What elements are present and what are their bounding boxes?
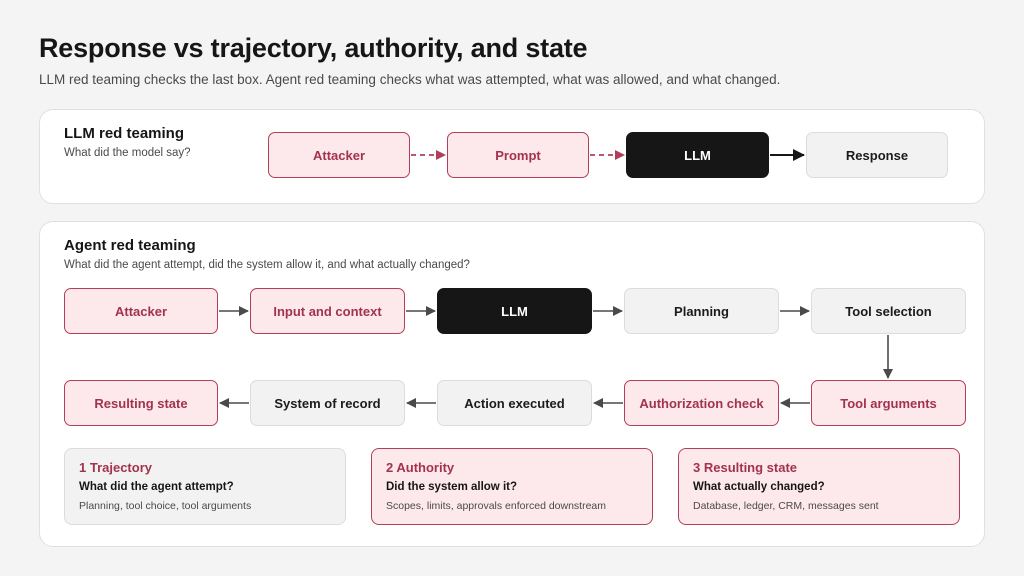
card-resulting-state: 3 Resulting state What actually changed?… xyxy=(678,448,960,525)
card-authority: 2 Authority Did the system allow it? Sco… xyxy=(371,448,653,525)
llm-node-prompt: Prompt xyxy=(447,132,589,178)
agent-node-attacker: Attacker xyxy=(64,288,218,334)
card-resulting-state-question: What actually changed? xyxy=(693,481,825,493)
agent-node-llm: LLM xyxy=(437,288,592,334)
card-trajectory-question: What did the agent attempt? xyxy=(79,481,234,493)
card-authority-heading: 2 Authority xyxy=(386,460,455,475)
card-trajectory: 1 Trajectory What did the agent attempt?… xyxy=(64,448,346,525)
card-trajectory-detail: Planning, tool choice, tool arguments xyxy=(79,500,252,512)
page-subtitle: LLM red teaming checks the last box. Age… xyxy=(39,72,781,87)
agent-node-tool-arguments: Tool arguments xyxy=(811,380,966,426)
agent-panel-subtitle: What did the agent attempt, did the syst… xyxy=(64,259,470,271)
llm-node-response: Response xyxy=(806,132,948,178)
card-trajectory-heading: 1 Trajectory xyxy=(79,460,152,475)
llm-panel-title: LLM red teaming xyxy=(64,125,185,142)
agent-node-action-executed: Action executed xyxy=(437,380,592,426)
llm-node-attacker: Attacker xyxy=(268,132,410,178)
llm-node-llm: LLM xyxy=(626,132,769,178)
agent-node-planning: Planning xyxy=(624,288,779,334)
agent-node-tool-selection: Tool selection xyxy=(811,288,966,334)
agent-node-input-and-context: Input and context xyxy=(250,288,405,334)
llm-panel-subtitle: What did the model say? xyxy=(64,147,191,159)
card-resulting-state-detail: Database, ledger, CRM, messages sent xyxy=(693,500,879,512)
card-resulting-state-heading: 3 Resulting state xyxy=(693,460,798,475)
agent-node-system-of-record: System of record xyxy=(250,380,405,426)
agent-node-resulting-state: Resulting state xyxy=(64,380,218,426)
page-title: Response vs trajectory, authority, and s… xyxy=(39,33,588,63)
card-authority-question: Did the system allow it? xyxy=(386,481,517,493)
card-authority-detail: Scopes, limits, approvals enforced downs… xyxy=(386,500,607,512)
agent-panel-title: Agent red teaming xyxy=(64,237,196,254)
agent-node-authorization-check: Authorization check xyxy=(624,380,779,426)
